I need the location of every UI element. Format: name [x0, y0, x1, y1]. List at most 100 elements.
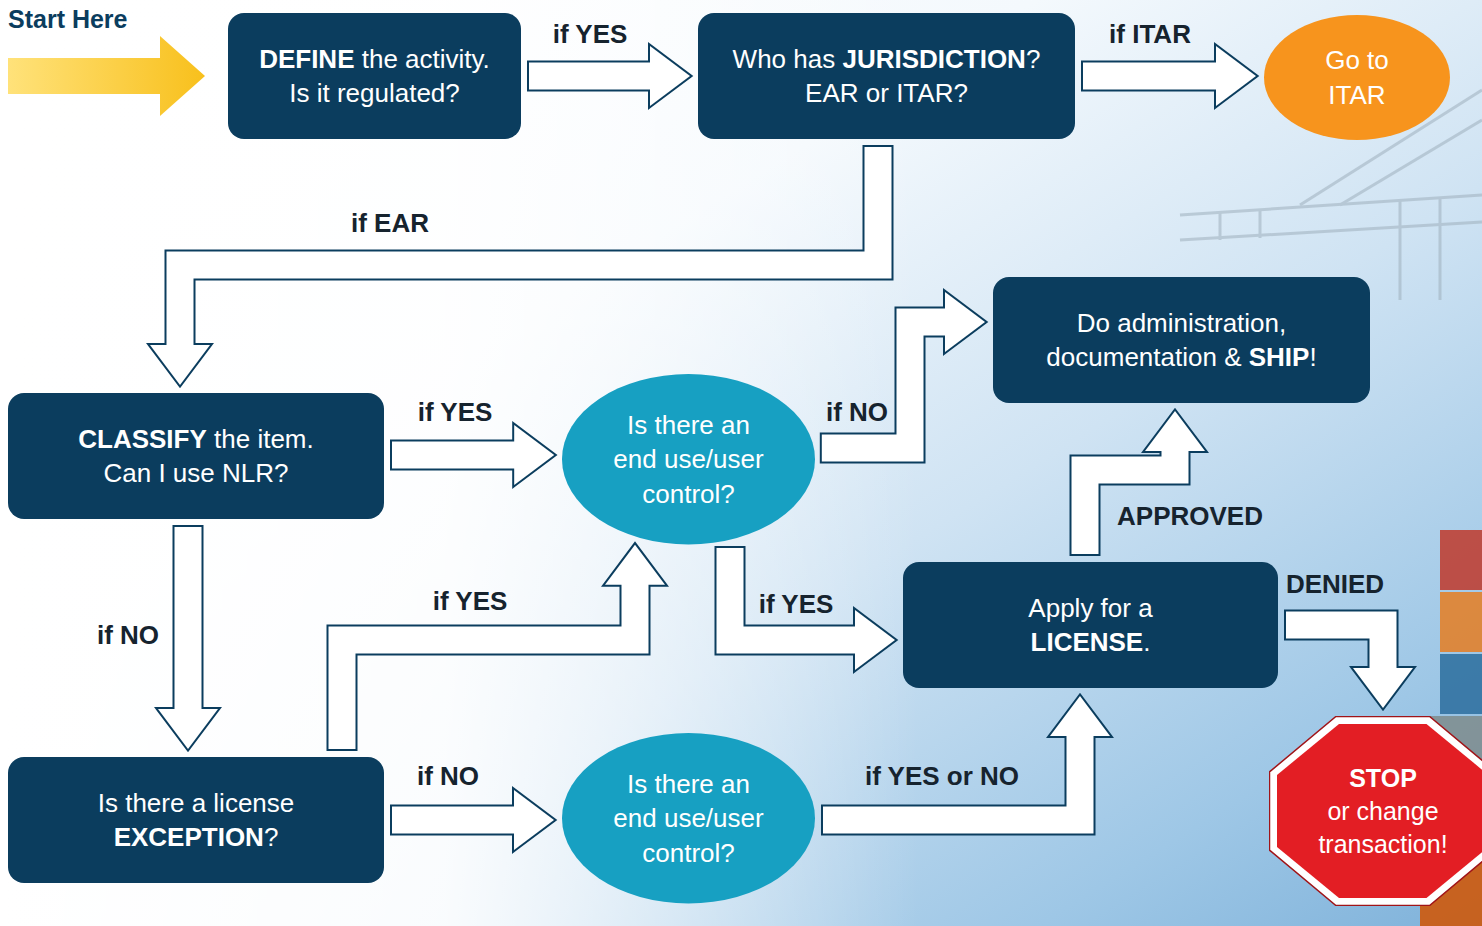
block-arrow	[1284, 625, 1413, 708]
node-text: Do administration, documentation & SHIP!	[1012, 306, 1352, 375]
ellipse-fill	[1264, 15, 1450, 140]
edge-label: if YES	[418, 398, 493, 428]
node-text: Is there a license EXCEPTION?	[81, 786, 311, 855]
edge-label: if YES or NO	[865, 762, 1019, 792]
edge-label: if ITAR	[1109, 20, 1191, 50]
start-label: Start Here	[8, 4, 128, 34]
crane-leg	[1399, 200, 1402, 300]
arrowhead-outline	[855, 610, 895, 670]
arrowhead-outline	[650, 46, 690, 106]
arrow-outline	[180, 145, 878, 347]
arrow-outline	[820, 322, 947, 448]
edge-label: if YES	[759, 590, 834, 620]
arrowhead	[855, 610, 895, 670]
arrowhead	[514, 790, 554, 850]
arrow-body	[730, 548, 857, 640]
node-text: Apply for a LICENSE.	[991, 591, 1191, 660]
edge-label: APPROVED	[1117, 502, 1263, 532]
edge-label: if NO	[826, 398, 888, 428]
arrowhead	[150, 345, 210, 385]
arrow-body	[175, 527, 202, 711]
container	[1440, 592, 1482, 652]
edge-label: if EAR	[351, 209, 429, 239]
stop-sign: STOP or change transaction!	[1269, 716, 1482, 906]
bold-word: STOP	[1308, 762, 1458, 795]
bold-word: JURISDICTION	[842, 44, 1025, 74]
decision-ellipse: Is there an end use/user control?	[562, 374, 815, 544]
container	[1440, 654, 1482, 714]
decision-ellipse: Is there an end use/user control?	[562, 733, 815, 903]
arrow-outline	[173, 525, 204, 711]
block-arrow	[150, 145, 878, 385]
crane-beam	[1180, 222, 1482, 240]
edge-label: if NO	[417, 762, 479, 792]
arrow-outline	[390, 805, 516, 836]
block-arrow	[820, 292, 985, 448]
node-text: DEFINE the activity. Is it regulated?	[255, 42, 495, 111]
arrowhead-outline	[1050, 696, 1110, 736]
process-box: CLASSIFY the item. Can I use NLR?	[8, 393, 384, 519]
shape-outline	[1264, 15, 1450, 140]
arrowhead-outline	[514, 790, 554, 850]
arrow-outline	[342, 583, 635, 751]
arrowhead	[1050, 696, 1110, 736]
ellipse-fill	[562, 374, 815, 544]
crane-leg	[1439, 198, 1442, 300]
arrow-body	[392, 807, 516, 834]
arrowhead-outline	[158, 709, 218, 749]
bold-word: CLASSIFY	[78, 424, 207, 454]
arrow-outline	[821, 734, 1080, 820]
stop-rim-outer	[1270, 717, 1482, 906]
block-arrow	[527, 46, 690, 106]
arrowhead	[650, 46, 690, 106]
arrow-outline	[390, 440, 516, 471]
arrowhead-outline	[1353, 668, 1413, 708]
arrow-outline	[1284, 625, 1383, 670]
block-arrow	[342, 545, 665, 751]
edge-label: if NO	[97, 621, 159, 651]
process-box: Who has JURISDICTION? EAR or ITAR?	[698, 13, 1075, 139]
stop-face	[1277, 724, 1482, 898]
ellipse-fill	[562, 733, 815, 903]
arrow-body	[1083, 63, 1218, 90]
arrowhead	[1145, 411, 1205, 451]
arrowhead	[1353, 668, 1413, 708]
edge-label: if YES	[433, 587, 508, 617]
process-box: Is there a license EXCEPTION?	[8, 757, 384, 883]
bold-word: EXCEPTION	[114, 822, 264, 852]
arrowhead	[605, 545, 665, 585]
process-box: Apply for a LICENSE.	[903, 562, 1278, 688]
block-arrow	[821, 696, 1110, 820]
arrow-outline	[730, 546, 857, 640]
edge-label: DENIED	[1286, 570, 1384, 600]
block-arrow	[730, 546, 895, 670]
process-box: DEFINE the activity. Is it regulated?	[228, 13, 521, 139]
node-text: CLASSIFY the item. Can I use NLR?	[66, 422, 326, 491]
arrowhead	[1216, 46, 1256, 106]
arrow-outline	[1081, 61, 1218, 92]
node-text: Go to ITAR	[1307, 43, 1407, 112]
node-text: Is there an end use/user control?	[609, 767, 769, 870]
container	[1440, 530, 1482, 590]
arrow-body	[1286, 625, 1383, 670]
edge-label: if YES	[553, 20, 628, 50]
node-text: Who has JURISDICTION? EAR or ITAR?	[722, 42, 1052, 111]
decision-ellipse: Go to ITAR	[1264, 15, 1450, 140]
bold-word: SHIP	[1249, 342, 1310, 372]
arrow-outline	[527, 61, 652, 92]
arrowhead-outline	[1216, 46, 1256, 106]
block-arrow	[1081, 46, 1256, 106]
block-arrow	[1085, 411, 1205, 556]
bold-word: DEFINE	[259, 44, 354, 74]
process-box: Do administration, documentation & SHIP!	[993, 277, 1370, 403]
node-text: Is there an end use/user control?	[609, 408, 769, 511]
arrowhead-outline	[605, 545, 665, 585]
block-arrow	[390, 425, 554, 485]
node-text: STOP or change transaction!	[1308, 762, 1458, 861]
block-arrow	[158, 525, 218, 749]
crane-strut	[1219, 213, 1222, 240]
start-arrow	[8, 36, 205, 116]
arrowhead-outline	[1145, 411, 1205, 451]
